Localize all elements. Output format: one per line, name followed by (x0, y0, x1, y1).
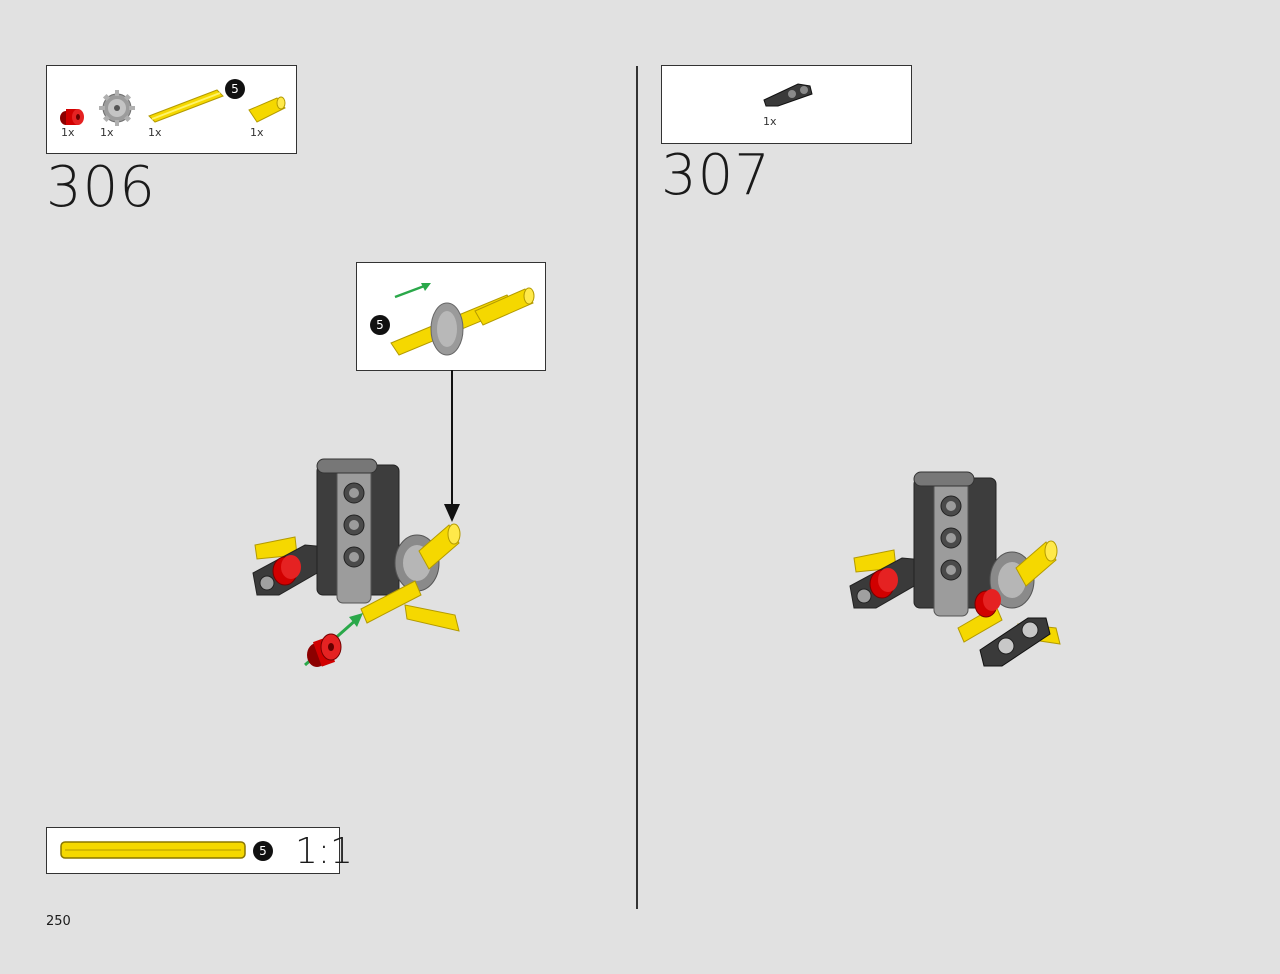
part-qty: 1x (250, 126, 264, 139)
assembly-306-illustration (252, 458, 461, 667)
callout-badge: 5 (370, 315, 390, 335)
axle-gear-subassembly-icon (390, 283, 535, 356)
red-bush-icon (60, 109, 84, 125)
parts-list-307: 1x (661, 65, 912, 144)
scale-length-badge: 5 (253, 841, 273, 861)
axle-scale-icon (60, 841, 246, 859)
step-number-307: 307 (661, 143, 771, 208)
scale-reference: 5 1:1 (46, 827, 353, 874)
assembly-307-illustration (849, 471, 1061, 667)
callout-arrow (444, 370, 460, 522)
scale-label: 1:1 (295, 831, 353, 872)
sub-assembly-callout: 5 (356, 262, 546, 371)
part-qty: 1x (61, 126, 75, 139)
part-qty: 1x (100, 126, 114, 139)
black-beam-connector-icon (763, 83, 813, 107)
page-divider (636, 66, 638, 909)
gear-icon (99, 90, 135, 126)
axle-length-badge: 5 (225, 79, 245, 99)
step-number-306: 306 (46, 155, 156, 220)
page-number: 250 (46, 914, 71, 929)
part-qty: 1x (763, 115, 777, 128)
parts-list-306: 1x 1x 1x 5 1x (46, 65, 297, 154)
axle-icon (148, 89, 224, 123)
part-qty: 1x (148, 126, 162, 139)
axle-extension-icon (248, 96, 286, 123)
